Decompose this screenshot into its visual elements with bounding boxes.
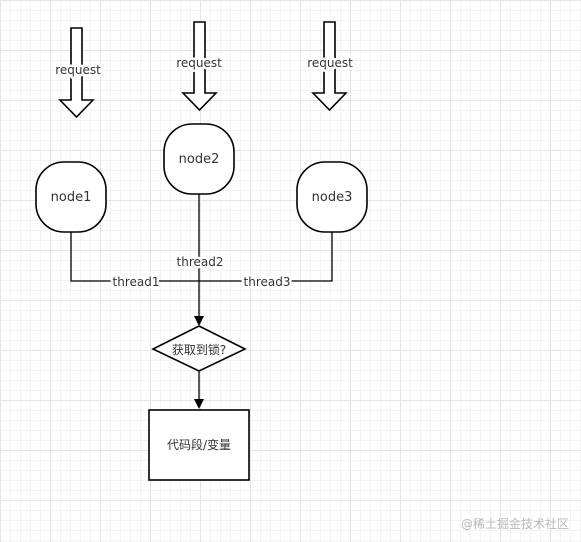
process-box xyxy=(148,409,250,481)
node1-shape xyxy=(35,161,107,233)
node2-label: node2 xyxy=(179,152,220,167)
node2-shape xyxy=(163,123,235,195)
request-label-2: request xyxy=(176,56,222,70)
node3-shape xyxy=(296,161,368,233)
process-label: 代码段/变量 xyxy=(167,437,231,452)
decision-label: 获取到锁? xyxy=(172,342,226,357)
request-label-1: request xyxy=(55,63,101,77)
request-label-3: request xyxy=(307,56,353,70)
thread3-label: thread3 xyxy=(244,275,291,289)
request-arrow-3 xyxy=(311,21,348,112)
thread1-label: thread1 xyxy=(113,275,160,289)
watermark: @稀土掘金技术社区 xyxy=(460,517,569,531)
decision-diamond xyxy=(151,325,247,372)
connector-node3 xyxy=(199,232,333,282)
thread2-label: thread2 xyxy=(177,255,224,269)
connector-node1 xyxy=(70,232,199,282)
node1-label: node1 xyxy=(51,190,92,205)
request-arrow-1 xyxy=(58,27,95,119)
request-arrow-2 xyxy=(181,21,218,112)
node3-label: node3 xyxy=(312,190,353,205)
